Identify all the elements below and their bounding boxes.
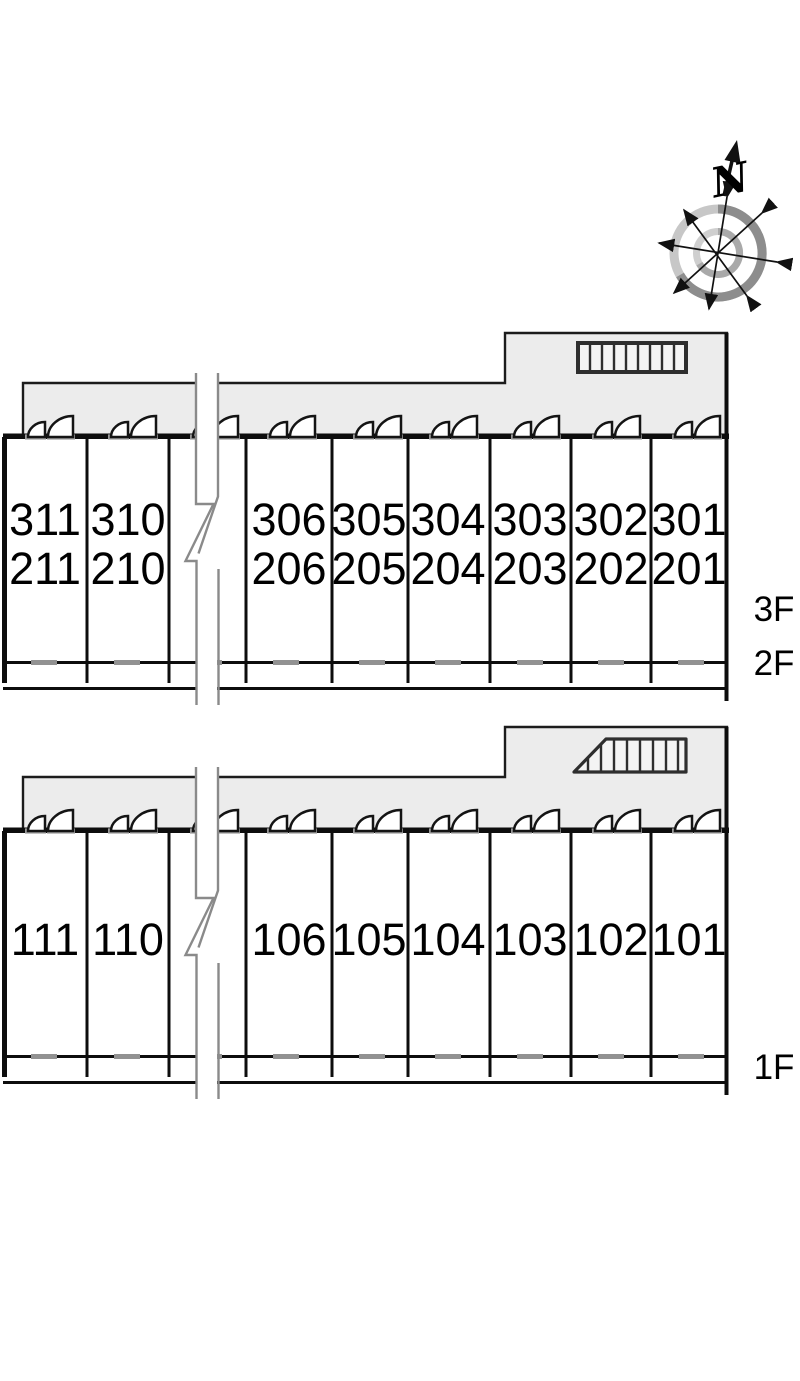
room-label: 111: [10, 914, 80, 965]
room-partition-walls: [85, 831, 653, 1077]
north-arrow-icon: [722, 140, 741, 197]
north-label: N: [706, 152, 754, 208]
compass-rose-icon: [657, 140, 794, 313]
right-outer-wall: [724, 333, 729, 701]
right-outer-wall: [724, 727, 729, 1095]
room-label: 102: [573, 914, 649, 965]
stairs-with-landing-icon: [572, 737, 688, 774]
room-label: 103: [492, 914, 568, 965]
upper-floor-plan: [2, 331, 729, 707]
balcony-edge-line: [3, 687, 727, 690]
floor-label-3f: 3F: [753, 590, 795, 629]
left-outer-wall: [2, 437, 7, 683]
left-outer-wall: [2, 831, 7, 1077]
stairs-icon: [576, 341, 688, 374]
room-label: 106: [251, 914, 327, 965]
lower-floor-plan: [2, 725, 729, 1101]
room-label: 110: [92, 914, 164, 965]
room-label: 101: [651, 914, 727, 965]
floor-label-1f: 1F: [753, 1048, 795, 1087]
balcony-edge-line: [3, 1081, 727, 1084]
room-partition-walls: [85, 437, 653, 683]
window-dashes: [31, 660, 704, 665]
room-label: 105: [331, 914, 407, 965]
window-dashes: [31, 1054, 704, 1059]
room-label: 104: [410, 914, 486, 965]
floor-label-2f: 2F: [753, 644, 795, 683]
